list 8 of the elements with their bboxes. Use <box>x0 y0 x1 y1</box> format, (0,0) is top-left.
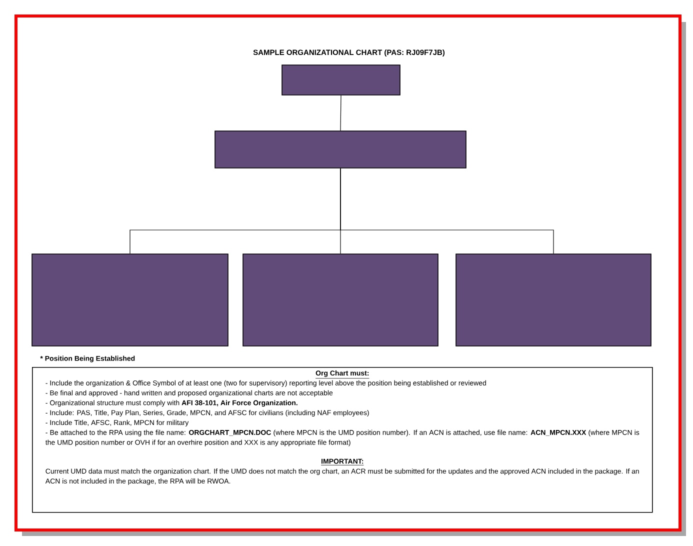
connector-line <box>340 95 342 131</box>
position-box <box>242 254 438 346</box>
position-box <box>282 64 400 96</box>
connector-line <box>340 168 554 254</box>
position-box <box>32 254 228 346</box>
position-box <box>214 130 466 168</box>
notes-box <box>32 367 653 513</box>
position-box <box>456 254 652 346</box>
